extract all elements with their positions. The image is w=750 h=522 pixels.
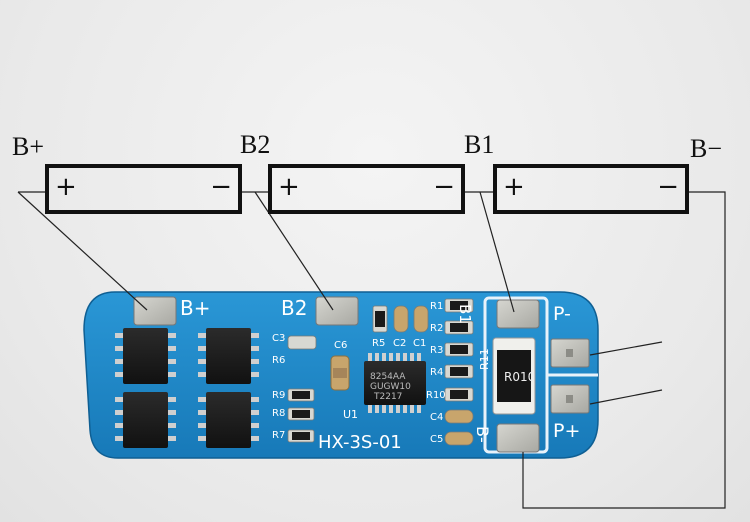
label-b-minus: B− [690, 134, 723, 163]
mosfet-array [115, 328, 259, 448]
silk-r7: R7 [272, 430, 286, 441]
label-b1: B1 [464, 130, 495, 159]
passives-right [444, 298, 474, 446]
silk-c3: C3 [272, 333, 286, 344]
silk-r9: R9 [272, 390, 286, 401]
cell-3-positive: + [503, 172, 525, 202]
ic-u1 [364, 353, 426, 413]
passives-left [287, 335, 317, 443]
cell-3-negative: − [657, 172, 679, 202]
silk-b-plus: B+ [180, 296, 211, 320]
ic-marking-2: GUGW10 [370, 382, 411, 392]
silk-b1: B1 [456, 304, 474, 324]
ic-marking-3: T2217 [374, 392, 403, 402]
shunt-marking: R010 [504, 370, 536, 384]
cell-1-negative: − [210, 172, 232, 202]
silk-u1: U1 [343, 408, 359, 421]
silk-r6: R6 [272, 355, 286, 366]
pad-b1 [496, 299, 540, 329]
silk-b-minus: B- [473, 426, 492, 443]
battery-cell-1: + − [45, 164, 242, 214]
pad-b2 [315, 296, 359, 326]
silk-c6: C6 [334, 340, 348, 351]
solder-pads [133, 296, 590, 453]
silk-r11: R11 [478, 348, 491, 370]
mosfet-3 [115, 392, 176, 448]
silk-r1: R1 [430, 301, 444, 312]
silk-r8: R8 [272, 408, 286, 419]
silk-c2: C2 [393, 338, 407, 349]
cell-2-positive: + [278, 172, 300, 202]
battery-cell-3: + − [493, 164, 689, 214]
silk-r3: R3 [430, 345, 444, 356]
pad-b-plus [133, 296, 177, 326]
silk-p-minus: P- [553, 303, 571, 325]
silk-r10: R10 [426, 390, 446, 401]
mosfet-1 [115, 328, 176, 384]
mosfet-4 [198, 392, 259, 448]
label-b2: B2 [240, 130, 271, 159]
silk-p-plus: P+ [553, 420, 581, 442]
cell-1-positive: + [55, 172, 77, 202]
silk-c5: C5 [430, 434, 444, 445]
silk-r5: R5 [372, 338, 386, 349]
silk-model: HX-3S-01 [318, 432, 402, 453]
silk-r4: R4 [430, 367, 444, 378]
mosfet-2 [198, 328, 259, 384]
cell-2-negative: − [433, 172, 455, 202]
silk-b2: B2 [281, 296, 308, 320]
passives-top [372, 305, 429, 333]
silk-c1: C1 [413, 338, 427, 349]
label-b-plus: B+ [12, 132, 45, 161]
silk-c4: C4 [430, 412, 444, 423]
battery-cell-2: + − [268, 164, 465, 214]
ic-marking-1: 8254AA [370, 372, 406, 382]
pad-b-minus [496, 423, 540, 453]
silk-r2: R2 [430, 323, 444, 334]
